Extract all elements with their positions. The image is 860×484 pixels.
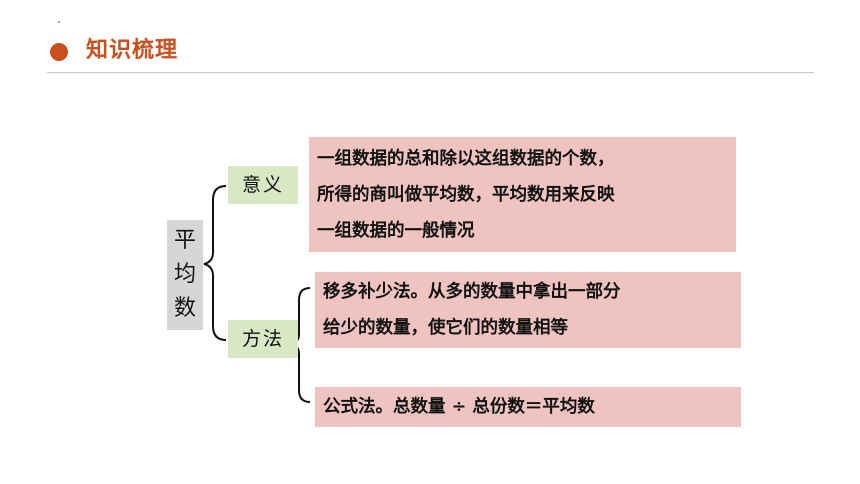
method-formula-description: 公式法。总数量 ÷ 总份数＝平均数 bbox=[315, 387, 741, 427]
meaning-line-1: 一组数据的总和除以这组数据的个数， bbox=[317, 149, 615, 169]
category-meaning: 意义 bbox=[228, 166, 298, 204]
decorative-dot bbox=[58, 21, 60, 23]
meaning-line-3: 一组数据的一般情况 bbox=[317, 221, 475, 241]
meaning-line-2: 所得的商叫做平均数，平均数用来反映 bbox=[317, 185, 615, 205]
method-shift-description: 移多补少法。从多的数量中拿出一部分 给少的数量，使它们的数量相等 bbox=[315, 272, 741, 348]
header-divider bbox=[47, 72, 814, 73]
main-brace bbox=[203, 185, 227, 341]
method-shift-line-2: 给少的数量，使它们的数量相等 bbox=[323, 318, 568, 338]
root-node-average: 平 均 数 bbox=[167, 220, 203, 330]
category-method: 方法 bbox=[228, 320, 298, 358]
method-formula-line-1: 公式法。总数量 ÷ 总份数＝平均数 bbox=[323, 397, 595, 417]
method-shift-line-1: 移多补少法。从多的数量中拿出一部分 bbox=[323, 282, 621, 302]
bullet-icon bbox=[50, 43, 68, 61]
meaning-description: 一组数据的总和除以这组数据的个数， 所得的商叫做平均数，平均数用来反映 一组数据… bbox=[309, 137, 736, 252]
page-title: 知识梳理 bbox=[86, 38, 179, 63]
